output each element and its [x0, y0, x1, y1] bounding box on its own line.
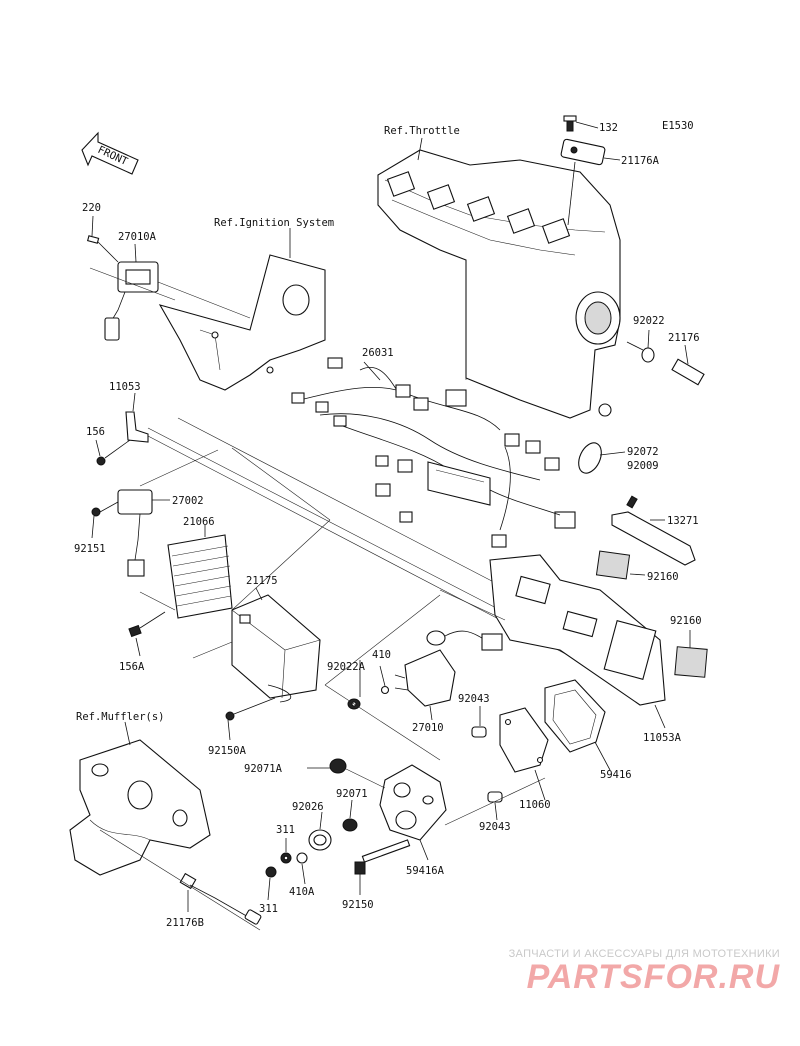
part-label-11060: 11060 — [519, 799, 551, 811]
ref-muffler-label: Ref.Muffler(s) — [76, 711, 165, 723]
part-label-26031: 26031 — [362, 347, 394, 359]
part-label-11053: 11053 — [109, 381, 141, 393]
part-label-410: 410 — [372, 649, 391, 661]
pad-92160-a — [595, 550, 646, 580]
throttle-body-drawing — [377, 149, 621, 419]
part-label-92072: 92072 — [627, 446, 659, 458]
diagram-code: E1530 — [662, 120, 694, 132]
part-label-27002: 27002 — [172, 495, 204, 507]
part-label-21066: 21066 — [183, 516, 215, 528]
watermark-tagline: ЗАПЧАСТИ И АКСЕССУАРЫ ДЛЯ МОТОТЕХНИКИ — [508, 948, 780, 960]
part-label-27010A: 27010A — [118, 231, 157, 243]
mount-plate-11053A — [439, 554, 666, 729]
part-label-21176B: 21176B — [166, 917, 204, 929]
solenoid-27010 — [324, 594, 503, 761]
watermark: ЗАПЧАСТИ И АКСЕССУАРЫ ДЛЯ МОТОТЕХНИКИ PA… — [480, 948, 780, 994]
part-label-11053A: 11053A — [643, 732, 682, 744]
housing-59416A — [307, 758, 447, 895]
temp-sensor-21176 — [626, 329, 705, 386]
part-label-410A: 410A — [289, 886, 315, 898]
band-92072 — [578, 442, 626, 474]
watermark-brand: PARTSFOR.RU — [526, 958, 780, 996]
part-label-92043-b: 92043 — [479, 821, 511, 833]
part-label-21176A: 21176A — [621, 155, 660, 167]
front-arrow-icon: FRONT — [81, 131, 139, 175]
regulator-21066 — [128, 447, 331, 657]
part-label-92150A: 92150A — [208, 745, 247, 757]
part-label-311-b: 311 — [259, 903, 278, 915]
part-label-92043-a: 92043 — [458, 693, 490, 705]
part-label-59416: 59416 — [600, 769, 632, 781]
part-label-21176: 21176 — [668, 332, 700, 344]
pad-92160-b — [674, 630, 708, 678]
wiring-harness-26031 — [291, 357, 576, 548]
part-label-132: 132 — [599, 122, 618, 134]
part-label-92160-b: 92160 — [670, 615, 702, 627]
part-label-92009: 92009 — [627, 460, 659, 472]
cover-59416 — [444, 679, 611, 826]
ref-throttle-label: Ref.Throttle — [384, 125, 460, 137]
part-label-92160-a: 92160 — [647, 571, 679, 583]
part-label-13271: 13271 — [667, 515, 699, 527]
ignition-bracket-drawing — [158, 228, 326, 391]
part-label-156A: 156A — [119, 661, 145, 673]
part-label-92150: 92150 — [342, 899, 374, 911]
part-label-92026: 92026 — [292, 801, 324, 813]
part-label-21175: 21175 — [246, 575, 278, 587]
ref-ignition-label: Ref.Ignition System — [214, 217, 334, 229]
part-label-59416A: 59416A — [406, 865, 445, 877]
relay-27010A — [86, 215, 251, 341]
part-label-156: 156 — [86, 426, 105, 438]
nuts-311 — [265, 838, 308, 901]
bar-13271 — [611, 495, 696, 566]
ecu-21175 — [192, 587, 321, 741]
sensor-21176B — [99, 829, 262, 931]
part-label-27010: 27010 — [412, 722, 444, 734]
throttle-sensor-21176A — [560, 115, 621, 226]
part-label-92071A: 92071A — [244, 763, 283, 775]
part-label-311-a: 311 — [276, 824, 295, 836]
part-label-92071: 92071 — [336, 788, 368, 800]
part-label-92022: 92022 — [633, 315, 665, 327]
muffler-drawing — [69, 721, 211, 876]
part-label-92151: 92151 — [74, 543, 106, 555]
regulator-27002 — [91, 449, 219, 577]
part-label-92022A: 92022A — [327, 661, 366, 673]
part-label-220: 220 — [82, 202, 101, 214]
